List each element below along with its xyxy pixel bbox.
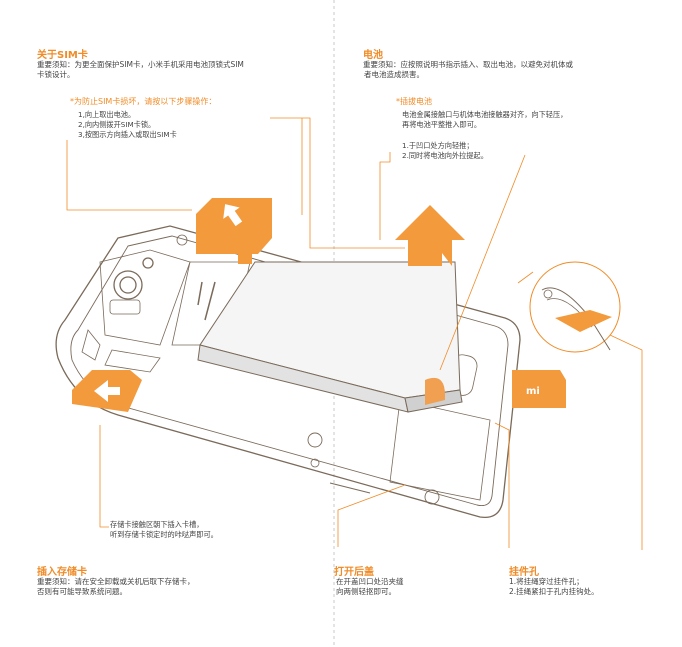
leader-lines <box>66 117 643 550</box>
lanyard-step: 1.将挂绳穿过挂件孔； <box>509 577 584 586</box>
sim-warning: *为防止SIM卡损坏，请按以下步骤操作： <box>70 97 217 106</box>
memory-card <box>72 370 142 412</box>
sim-step: 2,向内侧拨开SIM卡锁。 <box>78 120 156 129</box>
sim-step: 1,向上取出电池。 <box>78 110 136 119</box>
memory-note: 存储卡接触区朝下插入卡槽， 听到存储卡锁定时的咔哒声即可。 <box>110 520 218 539</box>
sim-card <box>196 198 272 264</box>
memory-title: 插入存储卡 <box>37 567 87 578</box>
sim-title: 关于SIM卡 <box>37 50 88 61</box>
battery-up-arrow <box>395 205 465 266</box>
battery-insert-text: 电池金属接触口与机体电池接触器对齐，向下轻压， 再将电池平整推入即可。 <box>402 110 568 129</box>
back-cover-description: 在开盖凹口处沿夹缝 向两侧轻抠即可。 <box>336 577 404 596</box>
battery-insert-title: *插拔电池 <box>396 97 432 106</box>
memory-description: 重要须知：请在安全卸载或关机后取下存储卡， 否则有可能导致系统问题。 <box>37 577 195 596</box>
battery-step: 1.于凹口处方向轻推； <box>402 141 474 150</box>
phone-body <box>55 225 521 519</box>
lanyard-steps: 1.将挂绳穿过挂件孔； 2.挂绳紧扣于孔内挂钩处。 <box>509 577 599 597</box>
lanyard-title: 挂件孔 <box>509 567 539 578</box>
sim-steps: 1,向上取出电池。 2,向内侧拨开SIM卡锁。 3,按图示方向插入或取出SIM卡 <box>78 110 177 140</box>
lanyard-step: 2.挂绳紧扣于孔内挂钩处。 <box>509 587 599 596</box>
sim-step: 3,按图示方向插入或取出SIM卡 <box>78 130 177 139</box>
back-cover-title: 打开后盖 <box>334 567 374 578</box>
lanyard-detail <box>517 261 621 353</box>
battery-notch <box>425 377 445 405</box>
battery-step: 2.同时将电池向外拉提起。 <box>402 151 488 160</box>
battery-description: 重要须知：应按照说明书指示插入、取出电池，以避免对机体或 者电池造成损害。 <box>363 60 573 79</box>
battery <box>197 261 463 413</box>
mi-card: mi <box>512 370 566 408</box>
battery-steps: 1.于凹口处方向轻推； 2.同时将电池向外拉提起。 <box>402 141 488 161</box>
battery-title: 电池 <box>363 50 383 61</box>
sim-description: 重要须知：为更全面保护SIM卡，小米手机采用电池顶锁式SIM 卡锁设计。 <box>37 60 244 79</box>
mi-logo: mi <box>526 386 540 397</box>
